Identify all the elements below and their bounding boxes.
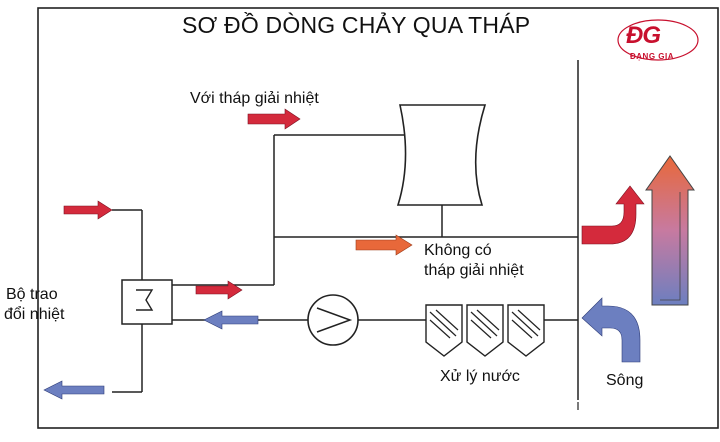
heat-exchanger-coil bbox=[136, 289, 154, 311]
cold-arrow-river-intake bbox=[581, 297, 641, 363]
cold-arrow-return bbox=[203, 310, 259, 330]
hot-arrow-hx-out bbox=[195, 280, 243, 300]
orange-arrow-no-tower bbox=[355, 234, 413, 256]
filter-icon bbox=[466, 304, 504, 357]
temperature-gradient-arrow bbox=[645, 155, 695, 306]
hot-arrow-process-in bbox=[63, 200, 113, 220]
label-with-tower: Với tháp giải nhiệt bbox=[190, 90, 319, 107]
label-without-tower-line1: Không có bbox=[424, 242, 492, 259]
filter-icon bbox=[425, 304, 463, 357]
logo-icon bbox=[617, 19, 699, 61]
logo-subtitle: ĐẠNG GIA bbox=[630, 52, 674, 61]
pump-impeller bbox=[316, 307, 353, 333]
diagram-frame bbox=[37, 7, 719, 429]
label-river: Sông bbox=[606, 372, 644, 389]
label-without-tower-line2: tháp giải nhiệt bbox=[424, 262, 524, 279]
filter-icon bbox=[507, 304, 545, 357]
label-heat-exchanger-line2: đổi nhiệt bbox=[4, 306, 65, 323]
label-heat-exchanger-line1: Bộ trao bbox=[6, 286, 58, 303]
label-water-treatment: Xử lý nước bbox=[440, 368, 520, 385]
cooling-tower-icon bbox=[396, 104, 487, 206]
cold-arrow-process-out bbox=[43, 380, 105, 400]
hot-arrow-tower bbox=[247, 108, 301, 130]
logo-mark: ĐG bbox=[626, 22, 661, 49]
hot-arrow-discharge bbox=[581, 185, 645, 245]
gradient-arrow-inner bbox=[660, 192, 681, 301]
diagram-title: SƠ ĐỒ DÒNG CHẢY QUA THÁP bbox=[182, 12, 531, 38]
pump-icon bbox=[307, 294, 359, 346]
